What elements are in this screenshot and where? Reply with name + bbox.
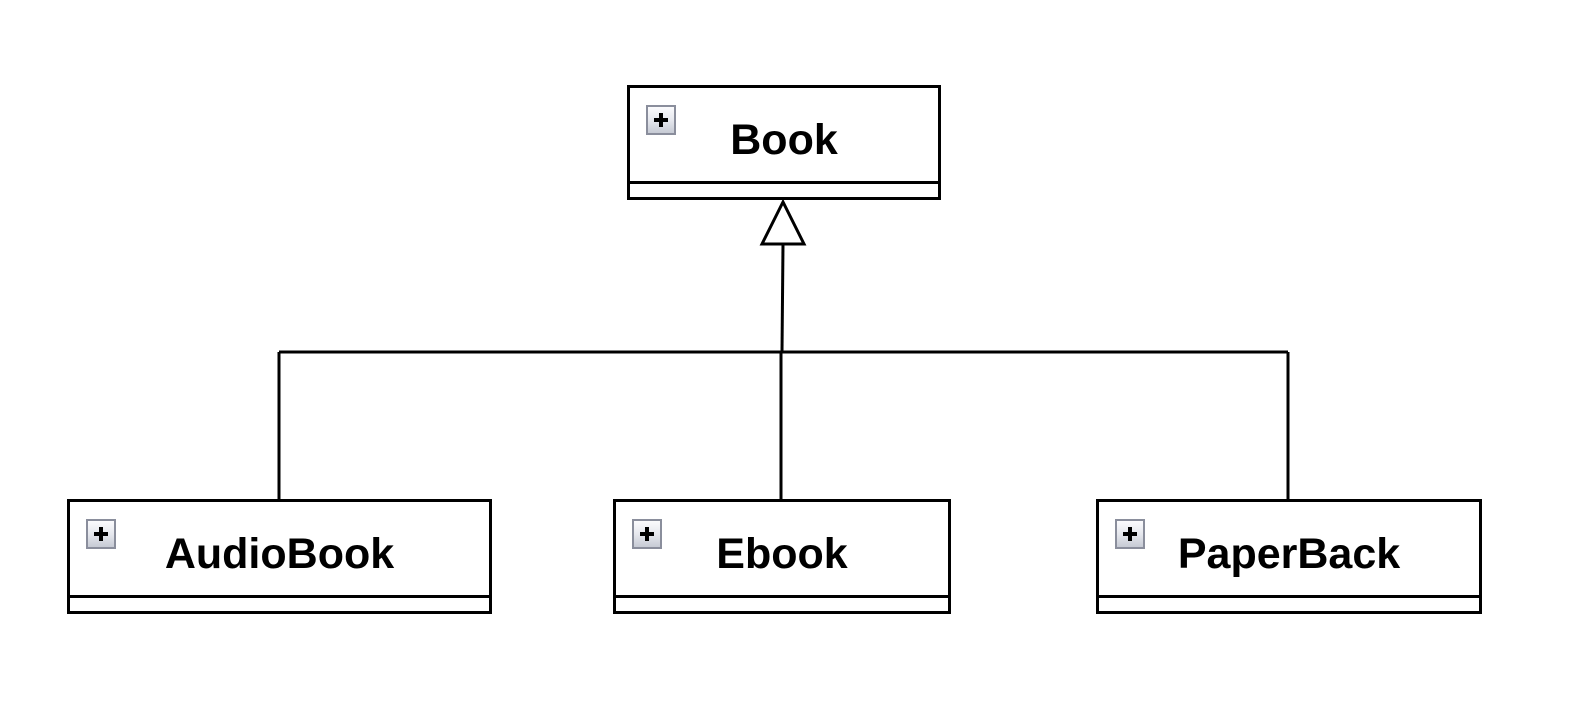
class-box-ebook[interactable]: Ebook — [613, 499, 951, 614]
class-members-compartment — [1099, 598, 1479, 610]
class-header: PaperBack — [1099, 502, 1479, 598]
generalization-arrowhead — [759, 198, 807, 246]
class-box-book[interactable]: Book — [627, 85, 941, 200]
class-name: Book — [730, 116, 838, 164]
class-members-compartment — [630, 184, 938, 196]
class-header: AudioBook — [70, 502, 489, 598]
generalization-trunk-line — [780, 243, 785, 353]
class-box-paperback[interactable]: PaperBack — [1096, 499, 1482, 614]
plus-expand-icon[interactable] — [646, 105, 676, 135]
class-name: Ebook — [716, 530, 848, 578]
plus-expand-icon[interactable] — [632, 519, 662, 549]
class-members-compartment — [70, 598, 489, 610]
class-box-audiobook[interactable]: AudioBook — [67, 499, 492, 614]
plus-expand-icon[interactable] — [86, 519, 116, 549]
class-header: Ebook — [616, 502, 948, 598]
class-name: PaperBack — [1177, 530, 1401, 578]
class-header: Book — [630, 88, 938, 184]
class-name: AudioBook — [164, 530, 395, 578]
class-members-compartment — [616, 598, 948, 610]
plus-expand-icon[interactable] — [1115, 519, 1145, 549]
